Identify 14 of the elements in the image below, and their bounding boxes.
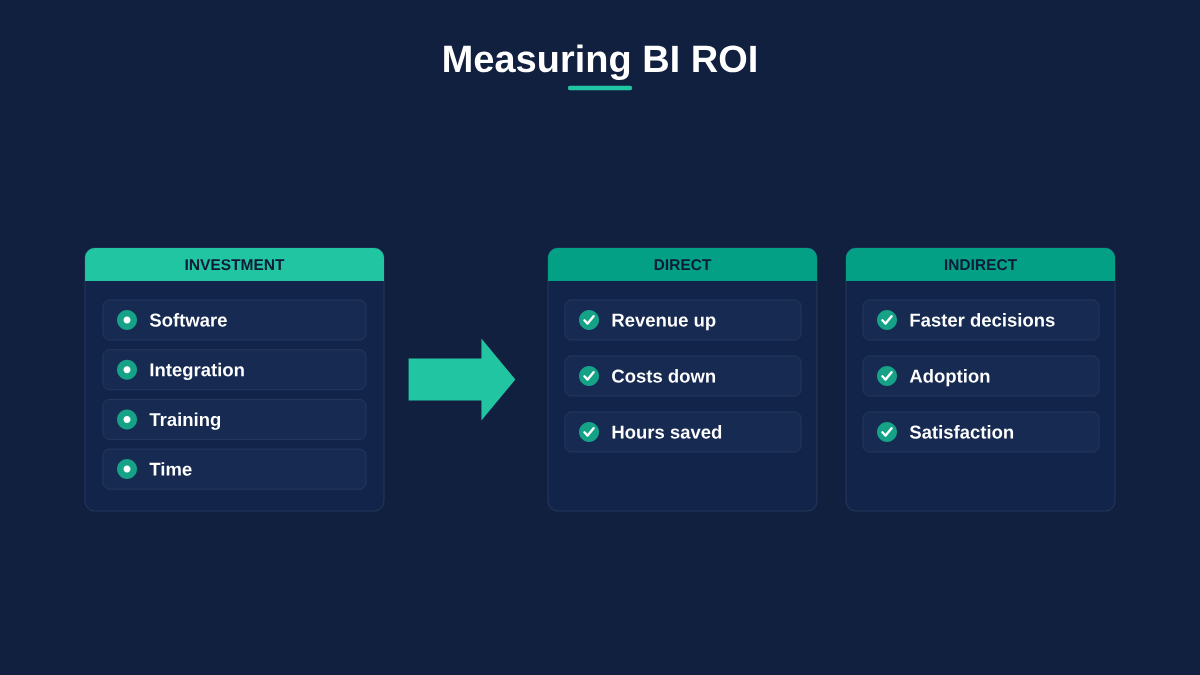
- title: Measuring BI ROI: [444, 44, 756, 81]
- list-item: Integration: [102, 349, 367, 391]
- list-item: Hours saved: [564, 411, 802, 453]
- panel-header: INVESTMENT: [85, 248, 384, 281]
- list-item: Costs down: [564, 355, 802, 397]
- panel-header: INDIRECT: [846, 248, 1115, 281]
- list-item: Adoption: [862, 355, 1100, 397]
- list-item: Satisfaction: [862, 411, 1100, 453]
- list-item: Faster decisions: [862, 299, 1100, 341]
- list-item: Software: [102, 299, 367, 341]
- list-item: Time: [102, 448, 367, 490]
- panel-header: DIRECT: [548, 248, 817, 281]
- list-item: Training: [102, 398, 367, 440]
- list-item: Revenue up: [564, 299, 802, 341]
